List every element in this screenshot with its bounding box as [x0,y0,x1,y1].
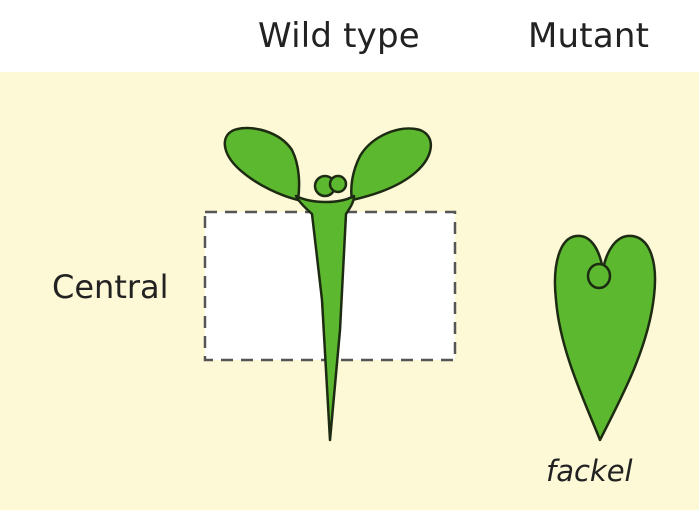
central-region-label: Central [52,268,169,306]
mutant-name-caption: fackel [546,454,633,488]
fackel-mutant-seedling-icon [555,236,655,440]
